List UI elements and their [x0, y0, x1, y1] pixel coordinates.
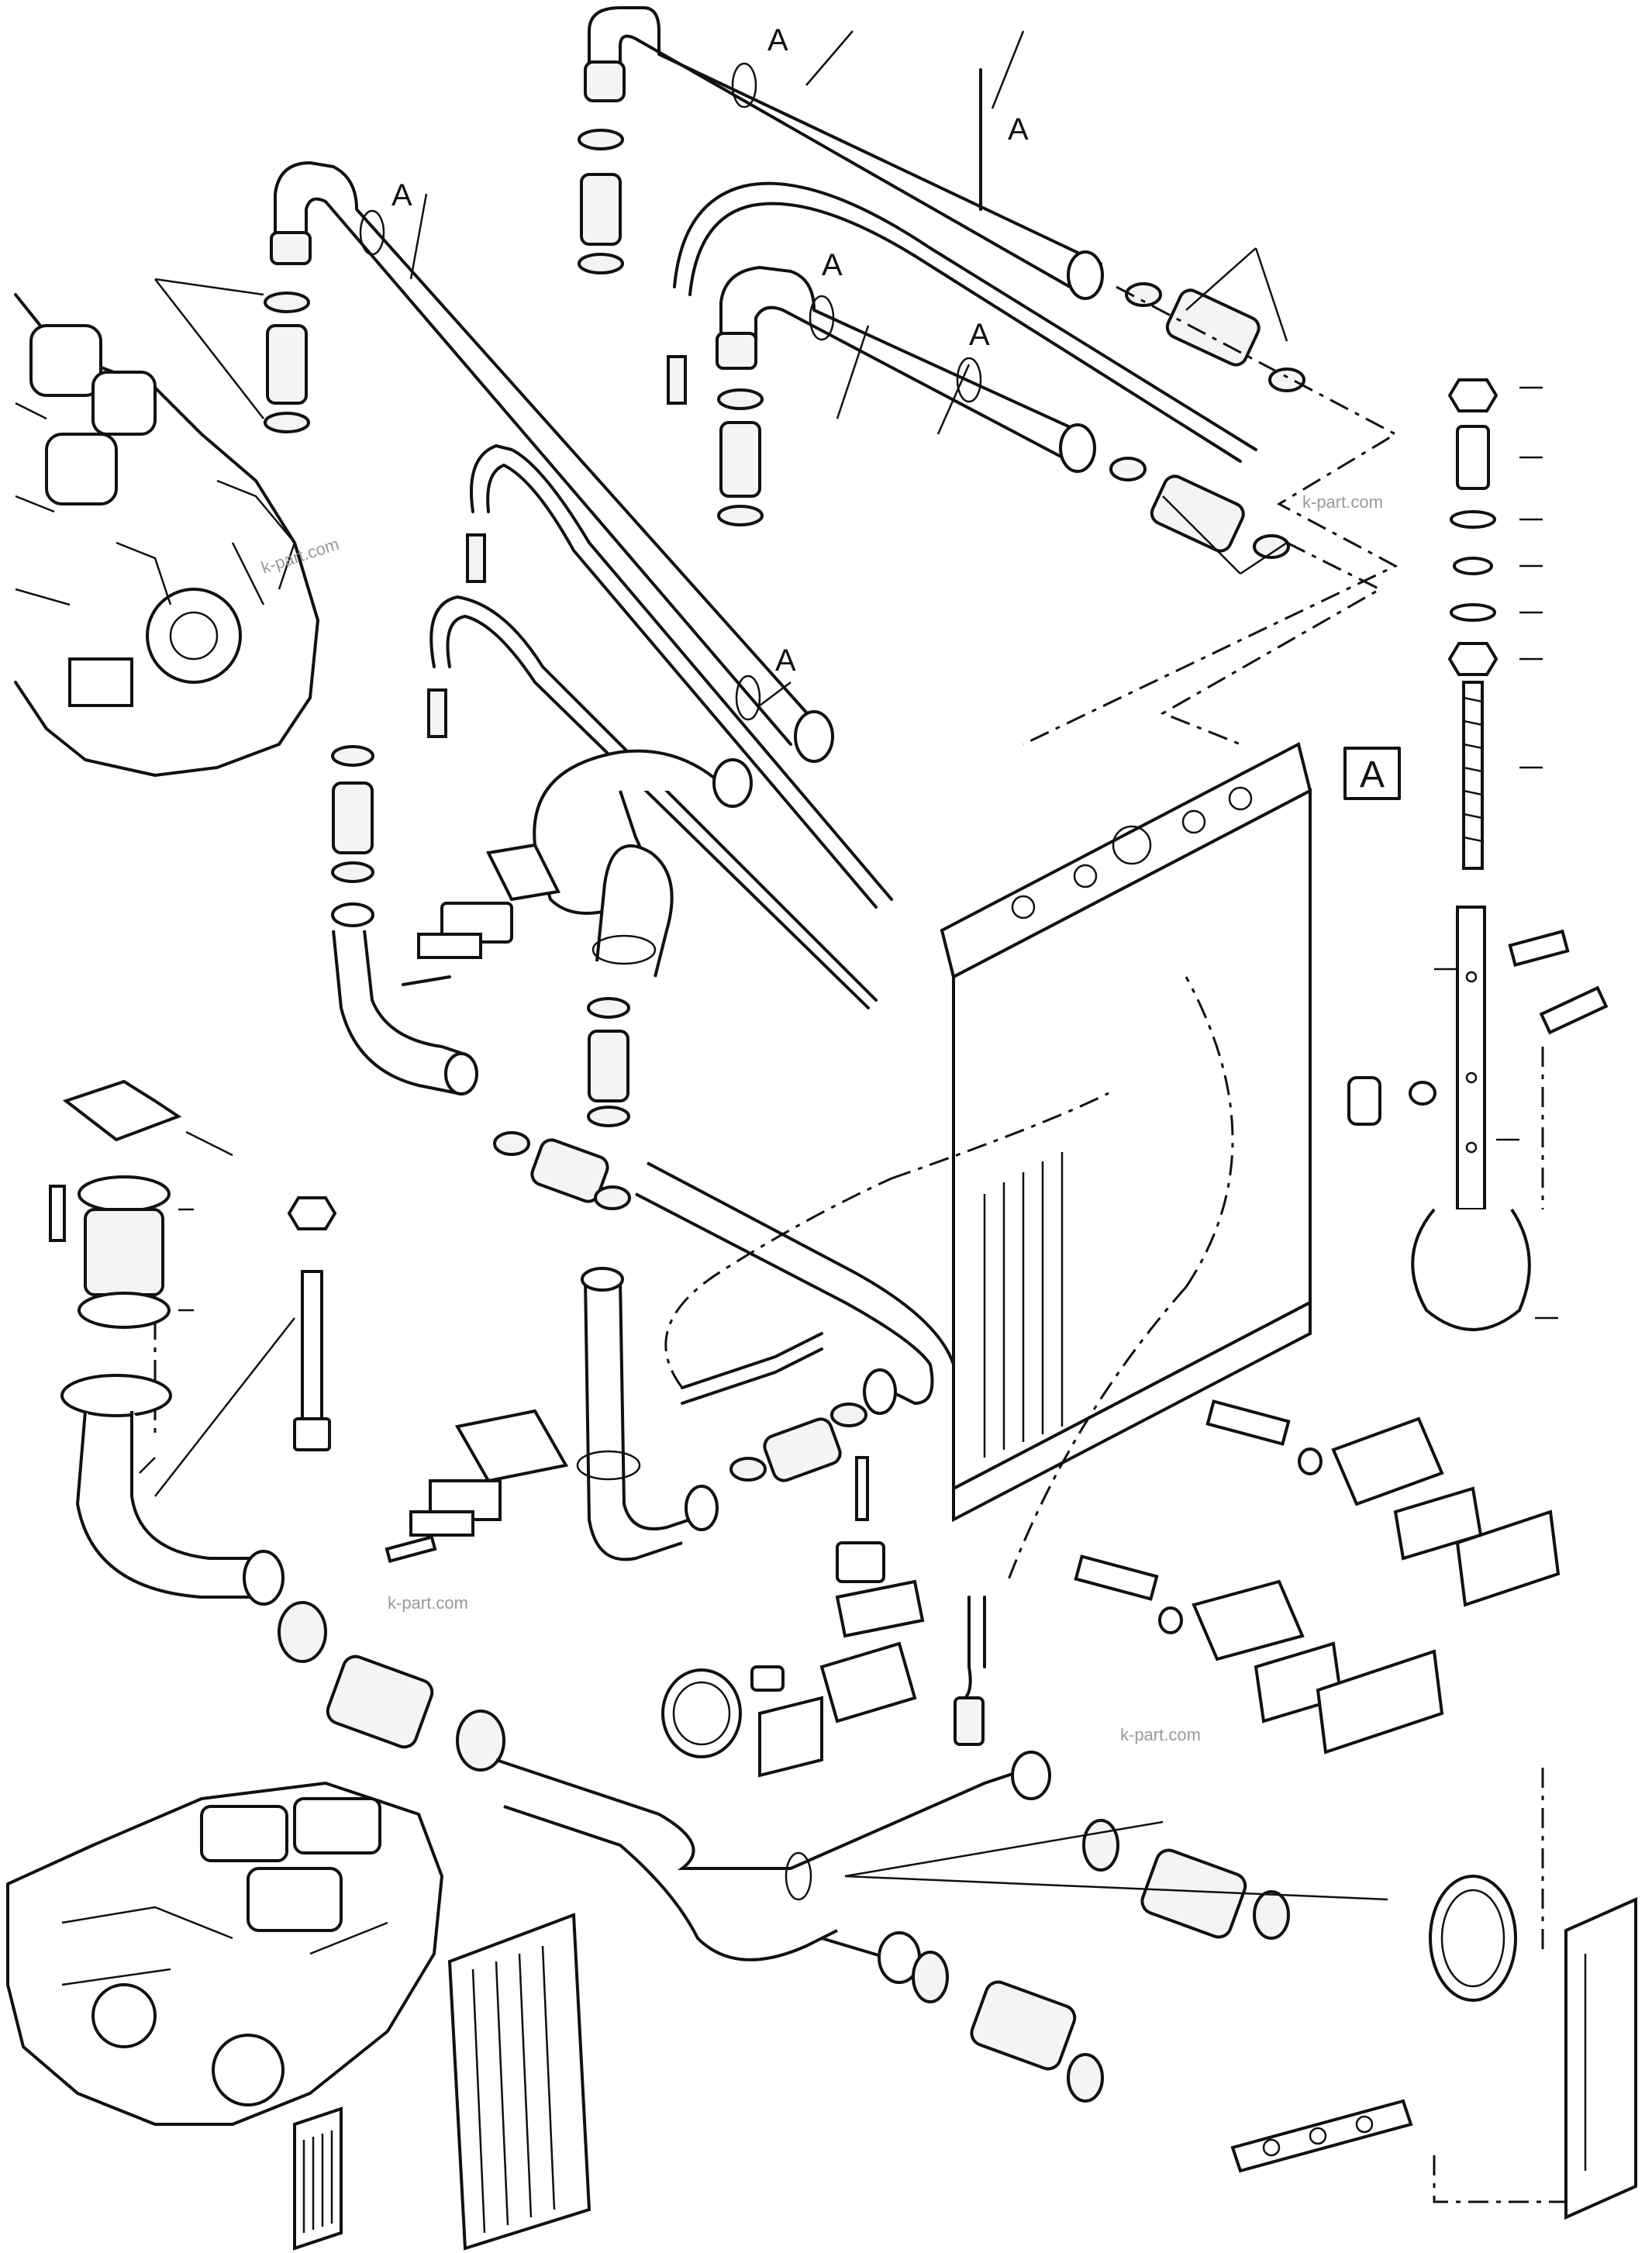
fitting	[667, 355, 687, 405]
engine-radiator-thumbnail-bottom	[6, 1782, 591, 2251]
lower-main-pipe	[278, 1601, 1051, 1984]
clamp-blocks-right	[1205, 1399, 1561, 1607]
flex-hoses	[427, 181, 1257, 1009]
upper-pipe-middle	[716, 266, 1096, 473]
boxed-callout-frame	[1343, 747, 1401, 800]
leader-lines	[139, 30, 1558, 1901]
radiator-thumbnail-front	[293, 2106, 343, 2251]
callout-a-1: A	[767, 23, 788, 57]
stay-rod-assembly	[1411, 378, 1531, 1331]
braided-hose-lower	[681, 1332, 823, 1405]
left-elbow-pipe	[331, 745, 478, 1095]
boxed-callout-label: A	[1360, 754, 1385, 795]
radiator-cap-icon	[1112, 825, 1152, 865]
watermark-4: k-part.com	[1120, 1725, 1201, 1744]
callout-a-2: A	[1008, 112, 1029, 147]
watermark-3: k-part.com	[388, 1593, 468, 1613]
dashed-leaders	[153, 285, 1597, 2203]
watermark-2: k-part.com	[259, 534, 342, 578]
clamp-blocks-center-lower	[1074, 1554, 1444, 1754]
upper-pipe-left	[270, 161, 834, 763]
callouts: A A A A A A A	[391, 23, 1401, 800]
vertical-standpipe	[576, 1267, 719, 1561]
clamp-and-brackets-center	[661, 1456, 925, 1778]
hose-clamps-center	[493, 997, 631, 1210]
radiator-core	[940, 742, 1312, 1523]
watermark-1: k-part.com	[1302, 492, 1383, 512]
clamp-hose-stack-middle	[717, 388, 764, 526]
clamp-hose-stack-top	[578, 129, 624, 274]
hose-clamps-right-upper	[1109, 282, 1305, 559]
callout-a-4: A	[822, 248, 843, 282]
hose-clamps-lower-right	[912, 1819, 1290, 2103]
clamp-hose-stack-left	[264, 292, 310, 433]
hose-clamps-lower-center	[729, 1403, 867, 1482]
central-u-pipe	[533, 749, 753, 978]
clamp-bracket-lower-right	[1230, 1875, 1637, 2220]
nut-icon	[1447, 378, 1499, 412]
bracket-set-lower	[385, 1409, 569, 1563]
bracket-set-upper	[402, 843, 560, 986]
callout-a-5: A	[969, 318, 990, 352]
engine-thumbnail-top	[14, 293, 319, 777]
left-flange-pipe	[49, 1079, 285, 1606]
upper-pipe-top	[584, 6, 1104, 300]
callout-a-3: A	[391, 178, 412, 212]
long-bolt	[287, 1196, 337, 1451]
middle-long-pipe	[635, 1161, 955, 1415]
bolts-right	[1347, 929, 1609, 1126]
radiator-thumbnail-back	[447, 1913, 591, 2251]
lower-flex-hose	[954, 1596, 986, 1746]
callout-a-6: A	[775, 643, 796, 678]
